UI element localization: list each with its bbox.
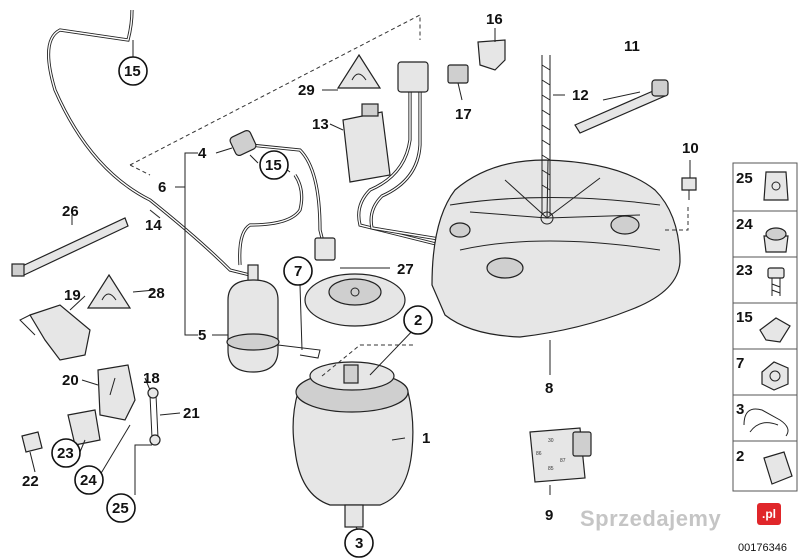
- callout-19: 19: [64, 287, 81, 304]
- callout-circle-15a: [118, 56, 148, 86]
- callout-20: 20: [62, 372, 79, 389]
- callout-15a: 15: [124, 63, 141, 80]
- height-sensor: [29, 304, 91, 361]
- callout-27: 27: [397, 261, 414, 278]
- air-spring-base: [344, 504, 364, 528]
- callout-circle-24: [74, 465, 104, 495]
- relay-pin-87: 87: [560, 458, 566, 464]
- callout-23: 23: [57, 445, 74, 462]
- watermark-badge: .pl: [757, 503, 781, 525]
- clip-nut-icon: [763, 171, 789, 201]
- callout-4: 4: [198, 145, 207, 162]
- callout-25: 25: [112, 500, 129, 517]
- callout-7: 7: [294, 263, 302, 280]
- callout-18: 18: [143, 370, 160, 387]
- nut-icon: [761, 361, 789, 391]
- threaded-rod: [541, 55, 551, 215]
- sensor-bracket: [97, 364, 136, 421]
- panel-label-2: 2: [736, 448, 744, 465]
- reservoir-housing: [431, 159, 681, 338]
- panel-label-24: 24: [736, 216, 753, 233]
- warning-label-29: [336, 53, 382, 89]
- bolt: [681, 177, 697, 191]
- callout-29: 29: [298, 82, 315, 99]
- callout-circle-25: [106, 493, 136, 523]
- air-line: [46, 9, 251, 277]
- elbow-fitting: [229, 130, 257, 156]
- callout-1: 1: [422, 430, 430, 447]
- panel-label-23: 23: [736, 262, 753, 279]
- harness-connector: [397, 61, 429, 93]
- callout-5: 5: [198, 327, 206, 344]
- callout-10: 10: [682, 140, 699, 157]
- group-outline: [129, 14, 421, 176]
- cable-tie-26: [17, 217, 129, 277]
- callout-21: 21: [183, 405, 200, 422]
- clip-icon: [763, 451, 793, 485]
- callout-26: 26: [62, 203, 79, 220]
- hose-6: [238, 174, 304, 266]
- callout-16: 16: [486, 11, 503, 28]
- fitting-icon: [759, 317, 791, 343]
- warning-label-28: [86, 273, 132, 309]
- link-rod: [149, 394, 159, 439]
- callout-13: 13: [312, 116, 329, 133]
- panel-label-25: 25: [736, 170, 753, 187]
- callout-11: 11: [624, 38, 640, 55]
- control-unit: [342, 111, 391, 183]
- panel-label-15: 15: [736, 309, 753, 326]
- callout-6: 6: [158, 179, 166, 196]
- callout-9: 9: [545, 507, 553, 524]
- callout-28: 28: [148, 285, 165, 302]
- spring-clip-icon: [743, 408, 789, 437]
- callout-8: 8: [545, 380, 553, 397]
- mounting-plate: [67, 409, 101, 446]
- clip-connector: [477, 39, 506, 71]
- callout-circle-2: [403, 305, 433, 335]
- panel-cell-23: [732, 256, 798, 304]
- plug-connector: [314, 237, 336, 261]
- callout-2: 2: [414, 312, 422, 329]
- watermark-text: Sprzedajemy: [580, 506, 722, 531]
- side-panel: 25 24 23 15 7 3 2: [732, 162, 798, 492]
- callout-22: 22: [22, 473, 39, 490]
- callout-circle-7: [283, 256, 313, 286]
- callout-circle-3: [344, 528, 374, 558]
- clip: [21, 431, 43, 453]
- callout-14: 14: [145, 217, 162, 234]
- callout-3: 3: [355, 535, 363, 552]
- pressure-reservoir: [227, 279, 279, 373]
- diagram-code: 00176346: [738, 542, 787, 554]
- relay-pin-86: 86: [536, 451, 542, 457]
- air-spring: [292, 391, 414, 506]
- small-connector: [447, 64, 469, 84]
- panel-cell-3: [732, 394, 798, 442]
- callout-circle-15b: [259, 150, 289, 180]
- relay-pin-85: 85: [548, 466, 554, 472]
- panel-label-7: 7: [736, 355, 744, 372]
- relay: [529, 427, 586, 483]
- reservoir-bracket: [277, 344, 321, 359]
- callout-24: 24: [80, 472, 97, 489]
- callout-12: 12: [572, 87, 589, 104]
- callout-circle-23: [51, 438, 81, 468]
- relay-pin-30: 30: [548, 438, 554, 444]
- callout-17: 17: [455, 106, 472, 123]
- callout-15b: 15: [265, 157, 282, 174]
- panel-label-3: 3: [736, 401, 744, 418]
- bolt-icon: [767, 267, 785, 279]
